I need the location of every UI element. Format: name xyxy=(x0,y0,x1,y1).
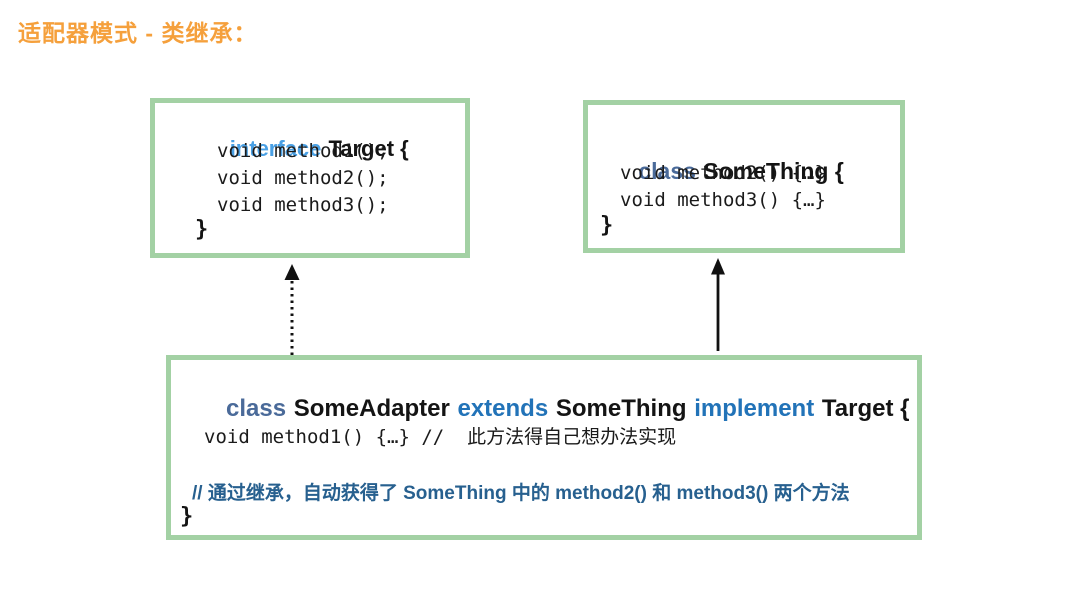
code-line: void method3() {…} xyxy=(620,189,826,211)
code-line: void method3(); xyxy=(217,194,389,216)
something-name: SomeThing { xyxy=(703,158,844,184)
close-brace: } xyxy=(195,217,209,242)
slide-title: 适配器模式 - 类继承： xyxy=(18,20,258,46)
extends-arrow-solid-icon xyxy=(711,258,725,351)
adapter-code-line: void method1() {…} // 此方法得自己想办法实现 xyxy=(204,426,677,448)
extends-keyword: extends xyxy=(457,395,549,422)
code-line: void method1(); xyxy=(217,140,389,162)
class-keyword: class xyxy=(638,158,696,184)
code-line: void method2(); xyxy=(217,167,389,189)
adapter-comment-line: // 通过继承，自动获得了 SomeThing 中的 method2() 和 m… xyxy=(192,483,850,504)
target-name: Target { xyxy=(328,136,409,161)
something-class-box: class SomeThing { void method2() {…} void… xyxy=(583,100,905,253)
class-keyword: class xyxy=(226,395,287,422)
code-line: void method2() {…} xyxy=(620,162,826,184)
close-brace: } xyxy=(600,213,614,238)
close-brace: } xyxy=(180,504,194,529)
implement-arrow-dotted-icon xyxy=(284,264,300,355)
parent-name: SomeThing xyxy=(555,395,687,422)
something-box-header: class SomeThing { xyxy=(600,131,844,212)
implement-keyword: implement xyxy=(694,395,815,422)
adapter-name: SomeAdapter xyxy=(293,395,450,422)
interface-keyword: interface xyxy=(229,136,322,161)
interface-name: Target { xyxy=(821,395,910,422)
